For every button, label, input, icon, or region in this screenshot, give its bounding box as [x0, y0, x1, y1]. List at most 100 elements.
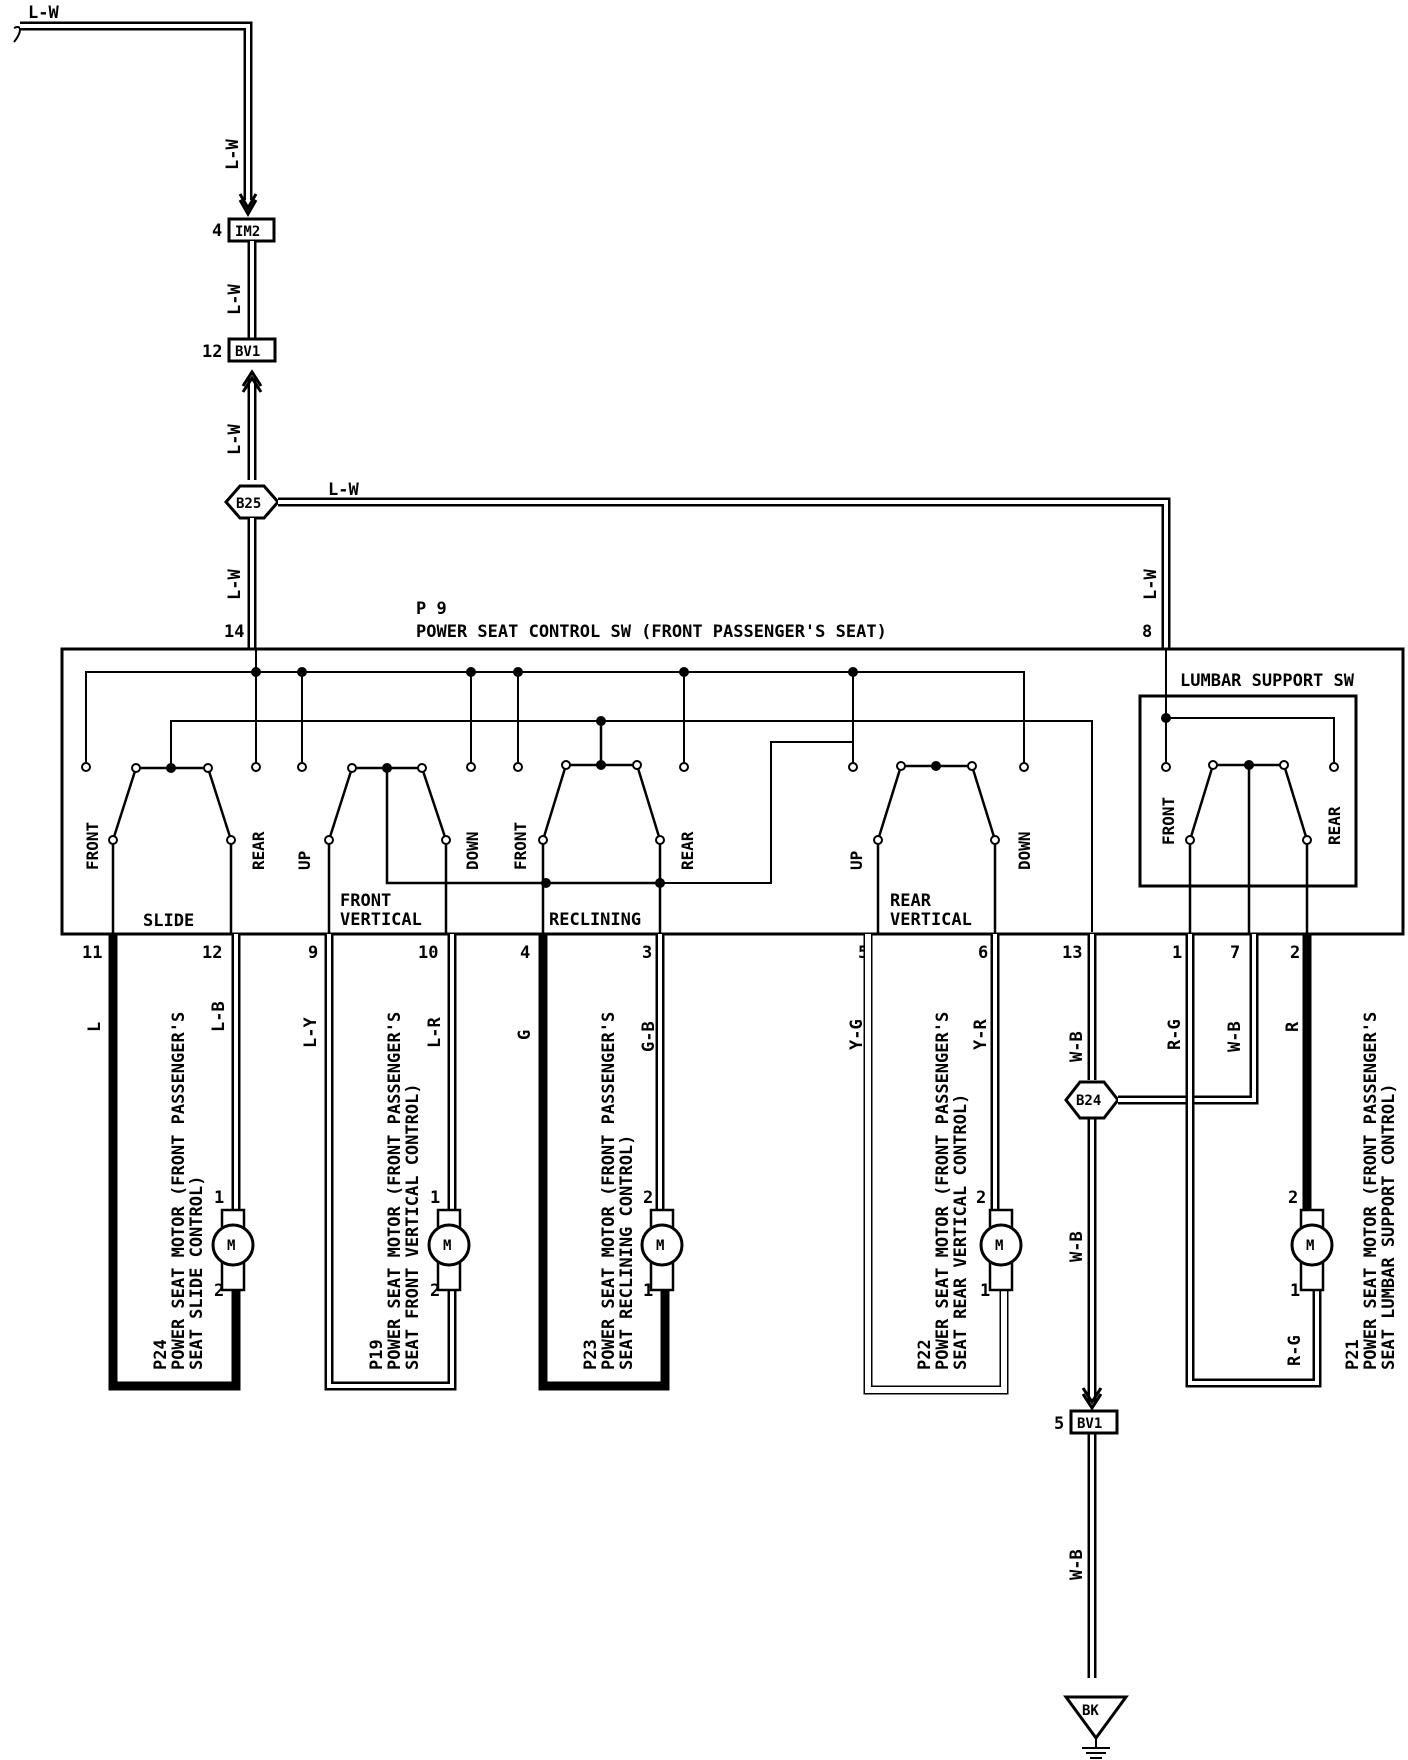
connector-bv1-top-name: BV1: [235, 344, 260, 360]
motor-p19: M: [427, 1208, 471, 1292]
rear-vertical-motor-wiring: [863, 934, 1009, 1395]
motor-p22-pin-bottom: 1: [980, 1281, 990, 1301]
connector-im2-pin: 4: [212, 221, 222, 241]
motor-p21-pin-top: 2: [1288, 1188, 1298, 1208]
motor-p19-id: P19: [367, 1339, 387, 1370]
junction-b24: B24: [1064, 1080, 1120, 1120]
motor-p24-pin-top: 1: [214, 1188, 224, 1208]
svg-text:10: 10: [418, 943, 438, 963]
lumbar-motor-wiring: [1185, 934, 1322, 1388]
switch-contacts: [108, 760, 1312, 845]
junction-b25-label: B25: [236, 496, 261, 512]
motor-p19-symbol: M: [443, 1238, 451, 1254]
pos-slide-front: FRONT: [83, 822, 102, 870]
pos-rv-up: UP: [847, 851, 866, 870]
switch-title: POWER SEAT CONTROL SW (FRONT PASSENGER'S…: [416, 622, 887, 642]
connector-bv1-bottom-name: BV1: [1077, 1416, 1102, 1432]
reclining-switch: [541, 721, 662, 934]
motor-p22-line2: SEAT REAR VERTICAL CONTROL): [951, 1094, 971, 1370]
wire-label-reclining-right: G-B: [639, 1021, 659, 1052]
motor-p24: M: [211, 1208, 255, 1292]
wire-label-lumbar-right: R: [1283, 1021, 1303, 1032]
wire-label-top-feed: L-W: [28, 3, 59, 23]
switch-pin-feed: 14: [224, 622, 244, 642]
connector-bv1-bottom-pin: 5: [1054, 1414, 1064, 1434]
pos-lumbar-front: FRONT: [1159, 797, 1178, 845]
motor-p21-line1: POWER SEAT MOTOR (FRONT PASSENGER'S: [1361, 1012, 1381, 1370]
wire-label-lumbar-left: R-G: [1165, 1019, 1185, 1050]
ground-symbol: BK: [1063, 1695, 1129, 1759]
switch-pin-lumbar-feed: 8: [1142, 622, 1152, 642]
section-rear-vertical-2: VERTICAL: [890, 910, 972, 930]
motor-p21-pin-bottom: 1: [1290, 1281, 1300, 1301]
front-vertical-motor-wiring: [324, 934, 457, 1391]
motor-p22: M: [979, 1208, 1023, 1292]
motor-p22-symbol: M: [995, 1238, 1003, 1254]
pos-recl-rear: REAR: [678, 831, 697, 870]
wire-label-feed-vertical-1: L-W: [223, 139, 243, 170]
wire-label-slide-right: L-B: [209, 1001, 229, 1032]
section-front-vertical-2: VERTICAL: [340, 910, 422, 930]
motor-p23-pin-top: 2: [643, 1188, 653, 1208]
feed-wire-bv1-b25: [241, 369, 263, 480]
motor-p24-id: P24: [151, 1339, 171, 1370]
switch-block: [60, 647, 1405, 936]
connector-bv1-top: BV1: [227, 337, 277, 363]
pos-lumbar-rear: REAR: [1325, 806, 1344, 845]
pos-fv-up: UP: [295, 851, 314, 870]
lumbar-switch: [1188, 763, 1309, 934]
wire-label-rear-vertical-left: Y-G: [847, 1019, 867, 1050]
motor-p23-line1: POWER SEAT MOTOR (FRONT PASSENGER'S: [599, 1012, 619, 1370]
section-rear-vertical-1: REAR: [890, 891, 932, 911]
junction-b25: B25: [224, 484, 280, 520]
section-reclining: RECLINING: [549, 910, 641, 930]
motor-p23: M: [640, 1208, 684, 1292]
feed-wire-to-lumbar: [278, 497, 1171, 650]
svg-text:9: 9: [308, 943, 318, 963]
motor-p19-pin-bottom: 2: [430, 1281, 440, 1301]
motor-p22-id: P22: [915, 1339, 935, 1370]
wire-label-feed-vertical-2: L-W: [225, 284, 245, 315]
motor-p23-pin-bottom: 1: [643, 1281, 653, 1301]
wire-label-ground-lower: W-B: [1067, 1549, 1087, 1580]
wire-label-lumbar-bottom: R-G: [1285, 1335, 1305, 1366]
section-slide: SLIDE: [143, 911, 194, 931]
motor-p21-id: P21: [1343, 1339, 1363, 1370]
ground-wiring: [1081, 934, 1103, 1678]
motor-p19-line1: POWER SEAT MOTOR (FRONT PASSENGER'S: [385, 1012, 405, 1370]
motor-p23-line2: SEAT RECLINING CONTROL): [617, 1135, 637, 1370]
pos-slide-rear: REAR: [249, 831, 268, 870]
motor-p23-symbol: M: [656, 1238, 664, 1254]
connector-im2-name: IM2: [235, 224, 260, 240]
svg-text:11: 11: [82, 943, 102, 963]
connector-im2: IM2: [227, 217, 276, 243]
connector-bv1-top-pin: 12: [202, 342, 222, 362]
pos-recl-front: FRONT: [511, 822, 530, 870]
wire-label-feed-vertical-3: L-W: [225, 424, 245, 455]
motor-p19-line2: SEAT FRONT VERTICAL CONTROL): [403, 1083, 423, 1370]
connector-bv1-bottom: BV1: [1069, 1409, 1119, 1435]
svg-text:5: 5: [858, 943, 868, 963]
motor-p24-line1: POWER SEAT MOTOR (FRONT PASSENGER'S: [169, 1012, 189, 1370]
motor-p24-pin-bottom: 2: [214, 1281, 224, 1301]
motor-p24-line2: SEAT SLIDE CONTROL): [187, 1176, 207, 1370]
motor-p21: M: [1290, 1208, 1334, 1292]
wire-label-junction-to-lumbar: L-W: [328, 480, 359, 500]
wire-label-lumbar-feed: L-W: [1141, 569, 1161, 600]
bus-dots: [251, 667, 1171, 726]
section-front-vertical-1: FRONT: [340, 891, 391, 911]
lumbar-switch-title: LUMBAR SUPPORT SW: [1180, 671, 1355, 691]
motor-p22-line1: POWER SEAT MOTOR (FRONT PASSENGER'S: [933, 1012, 953, 1370]
motor-p19-pin-top: 1: [430, 1188, 440, 1208]
front-vertical-switch: [327, 766, 546, 934]
lumbar-to-b24-wire: [1118, 934, 1259, 1105]
svg-text:1: 1: [1172, 943, 1182, 963]
switch-internal-bus: [85, 650, 1335, 932]
switch-terminals: [81, 762, 1339, 772]
pos-fv-down: DOWN: [463, 831, 482, 870]
motor-p24-symbol: M: [227, 1238, 235, 1254]
wire-label-lumbar-mid: W-B: [1225, 1021, 1245, 1052]
switch-id: P 9: [416, 599, 447, 619]
slide-switch: [111, 766, 233, 934]
